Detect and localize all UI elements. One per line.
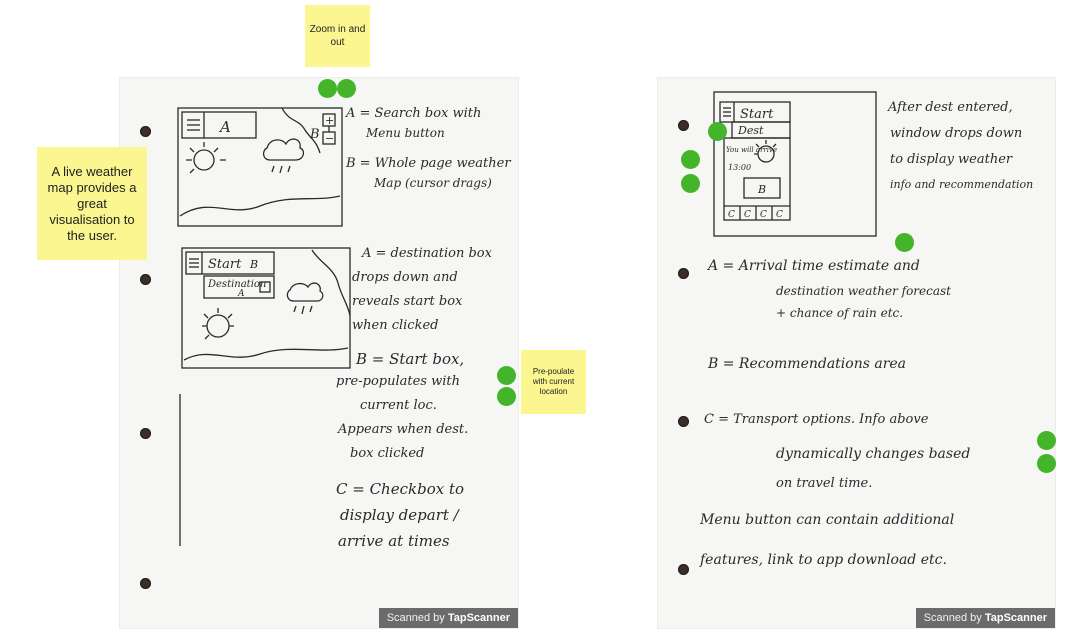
punch-hole [140, 578, 151, 589]
sketch-label: B [249, 258, 258, 271]
annotation-line: info and recommendation [890, 178, 1034, 191]
sketch-label: − [325, 132, 334, 145]
annotation-line: features, link to app download etc. [700, 552, 947, 568]
hotspot-dot[interactable] [497, 387, 516, 406]
wireframe-sketch-left: A + − B Start B Destination A [177, 107, 351, 546]
hotspot-dot[interactable] [895, 233, 914, 252]
sketch-label: You will arrive [726, 146, 777, 154]
sketch-label: + [325, 114, 334, 127]
sketch-label: B [757, 183, 766, 196]
sketch-label: A [237, 289, 245, 299]
sticky-note-text: Pre-poulate with current location [532, 367, 575, 396]
scanner-prefix: Scanned by [923, 612, 985, 624]
sketch-label: Start [740, 107, 774, 122]
annotation-line: drops down and [352, 270, 458, 285]
sketch-label: C [744, 210, 751, 220]
wireframe-sketch-right: Start Dest You will arrive 13:00 B C C C… [713, 91, 877, 237]
sticky-note-text: A live weather map provides a great visu… [47, 163, 137, 243]
scanner-brand: TapScanner [984, 612, 1047, 624]
scanned-page-right: Start Dest You will arrive 13:00 B C C C… [658, 78, 1055, 628]
punch-hole [140, 274, 151, 285]
annotation-line: box clicked [350, 446, 425, 461]
punch-hole [140, 126, 151, 137]
annotation-line: dynamically changes based [776, 446, 971, 462]
annotation-line: After dest entered, [888, 100, 1013, 115]
annotation-line: A = Search box with [346, 106, 482, 121]
punch-hole [678, 416, 689, 427]
hotspot-dot[interactable] [681, 150, 700, 169]
annotation-line: current loc. [360, 398, 437, 413]
annotation-line: + chance of rain etc. [776, 306, 904, 320]
annotation-line: Appears when dest. [338, 422, 469, 437]
annotation-line: A = destination box [362, 246, 492, 261]
annotation-line: destination weather forecast [776, 284, 952, 298]
annotation-line: to display weather [890, 152, 1013, 167]
sticky-note-text: Zoom in and out [309, 24, 366, 48]
annotation-line: B = Whole page weather [346, 156, 511, 171]
punch-hole [140, 428, 151, 439]
hotspot-dot[interactable] [337, 79, 356, 98]
scanner-brand: TapScanner [447, 612, 510, 624]
hotspot-dot[interactable] [1037, 431, 1056, 450]
annotation-line: B = Start box, [356, 350, 465, 368]
sticky-note-zoom[interactable]: Zoom in and out [305, 5, 370, 67]
sketch-label: A [218, 118, 231, 136]
annotation-line: when clicked [352, 318, 439, 333]
hotspot-dot[interactable] [1037, 454, 1056, 473]
annotation-line: B = Recommendations area [708, 356, 907, 372]
sticky-note-prepopulate[interactable]: Pre-poulate with current location [521, 350, 586, 414]
annotation-line: C = Checkbox to [336, 480, 465, 498]
sketch-label: Start [208, 257, 242, 272]
punch-hole [678, 120, 689, 131]
annotation-line: Map (cursor drags) [374, 176, 492, 190]
scanner-prefix: Scanned by [386, 612, 448, 624]
scanned-page-left: A + − B Start B Destination A A = Search… [120, 78, 518, 628]
sketch-label: 13:00 [728, 163, 751, 172]
annotation-line: arrive at times [338, 532, 450, 550]
sketch-label: C [728, 210, 735, 220]
sketch-label: B [309, 127, 320, 142]
hotspot-dot[interactable] [681, 174, 700, 193]
annotation-line: A = Arrival time estimate and [708, 258, 920, 274]
annotation-line: Menu button [366, 126, 445, 140]
annotation-line: reveals start box [352, 294, 463, 309]
annotation-line: on travel time. [776, 476, 873, 491]
punch-hole [678, 564, 689, 575]
hotspot-dot[interactable] [708, 122, 727, 141]
sketch-label: C [776, 210, 783, 220]
annotation-line: display depart / [340, 506, 459, 524]
sketch-label: Destination [207, 279, 266, 290]
sketch-label: Dest [737, 124, 764, 137]
scanner-watermark: Scanned by TapScanner [915, 608, 1055, 628]
annotation-line: window drops down [890, 126, 1023, 141]
annotation-line: pre-populates with [336, 374, 460, 389]
punch-hole [678, 268, 689, 279]
hotspot-dot[interactable] [318, 79, 337, 98]
sketch-label: C [760, 210, 767, 220]
hotspot-dot[interactable] [497, 366, 516, 385]
annotation-line: C = Transport options. Info above [704, 412, 929, 427]
sticky-note-weather-map[interactable]: A live weather map provides a great visu… [37, 147, 147, 260]
scanner-watermark: Scanned by TapScanner [378, 608, 518, 628]
annotation-line: Menu button can contain additional [700, 512, 955, 528]
